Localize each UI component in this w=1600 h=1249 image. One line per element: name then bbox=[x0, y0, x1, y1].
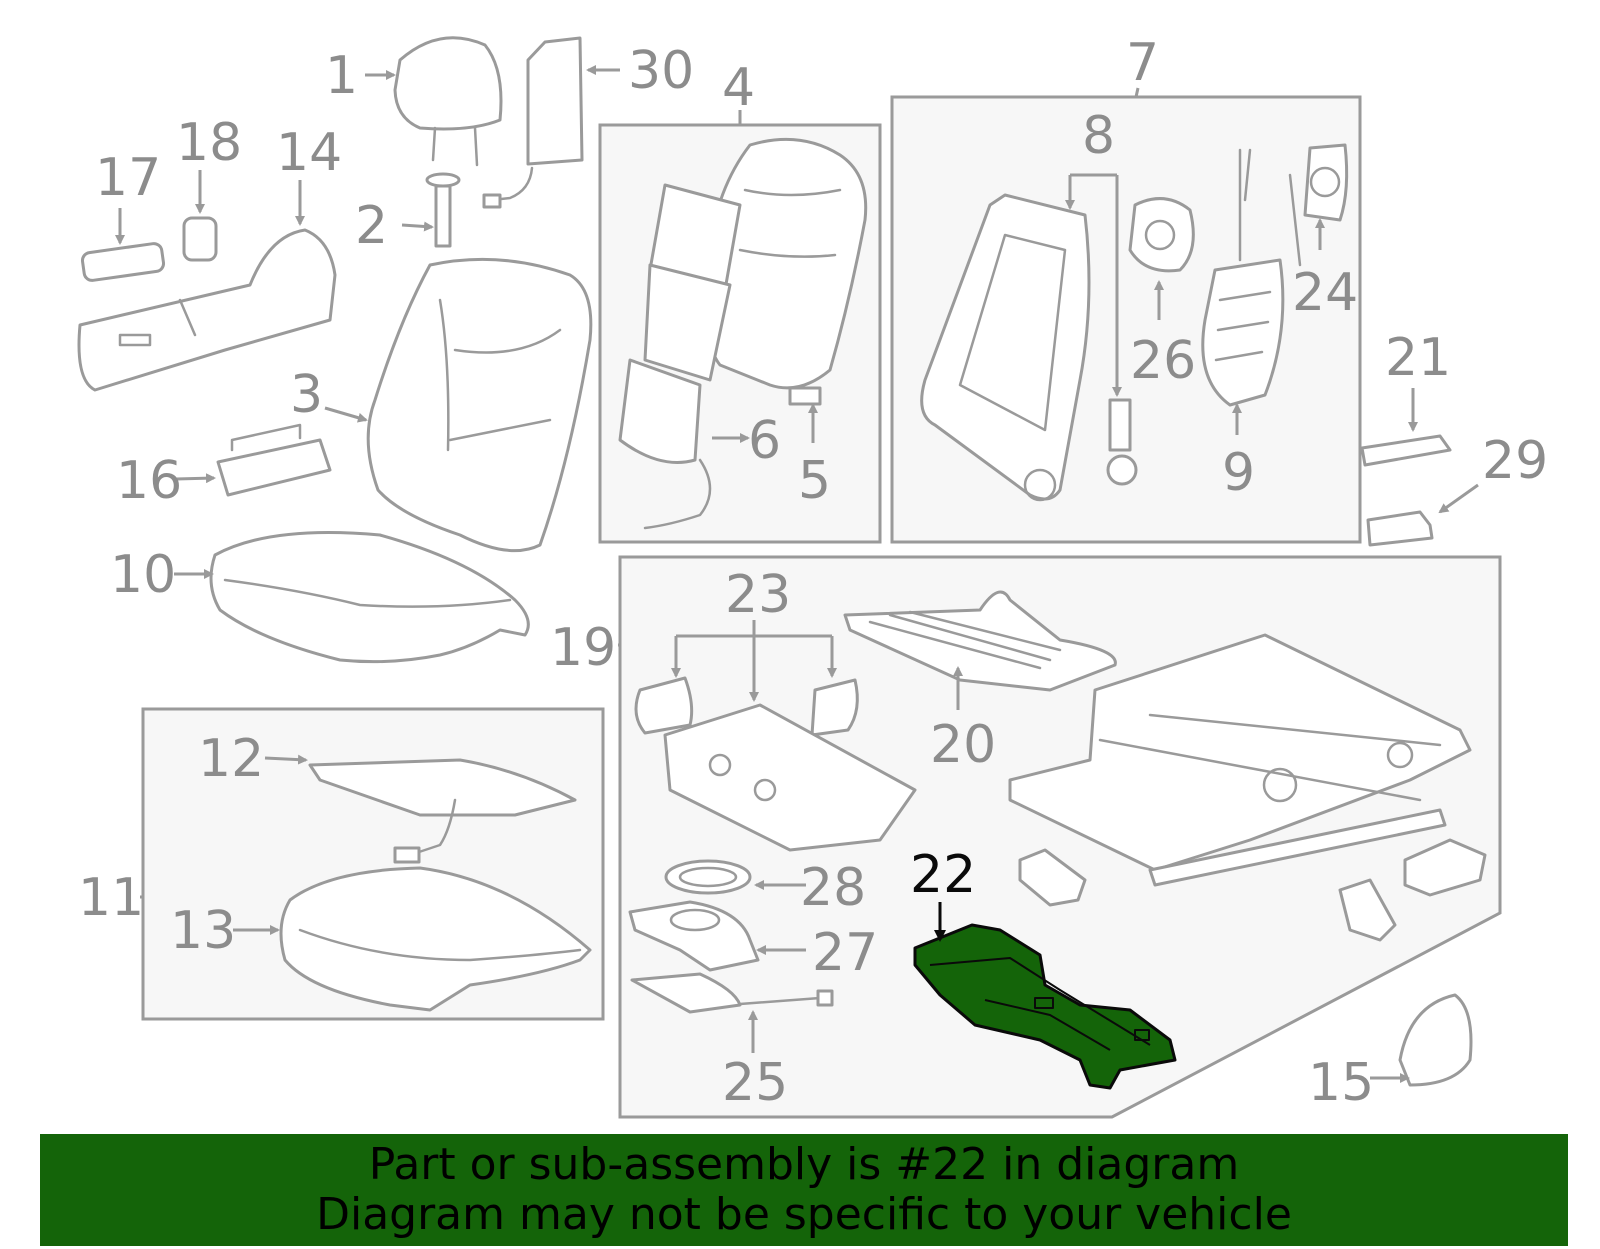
seat-track-assembly bbox=[1008, 633, 1472, 887]
seatback-cover-part-3 bbox=[366, 257, 593, 553]
callout-22[interactable]: 22 bbox=[910, 845, 976, 905]
callout-11: 11 bbox=[78, 868, 144, 928]
callout-10: 10 bbox=[110, 545, 176, 605]
callout-29: 29 bbox=[1482, 431, 1548, 491]
back-frame-part-8 bbox=[920, 193, 1138, 502]
highlighted-part-22[interactable] bbox=[913, 923, 1177, 1090]
callout-7: 7 bbox=[1126, 33, 1159, 93]
callout-16: 16 bbox=[116, 451, 182, 511]
heater-part-12 bbox=[308, 758, 577, 864]
airbag-part-30 bbox=[482, 36, 584, 209]
callout-15: 15 bbox=[1308, 1053, 1374, 1113]
motor-parts bbox=[1018, 838, 1487, 942]
callout-26: 26 bbox=[1130, 331, 1196, 391]
sensor-part-25 bbox=[630, 972, 834, 1014]
leader-lines bbox=[115, 65, 1479, 1083]
callout-17: 17 bbox=[95, 148, 161, 208]
cover-part-29 bbox=[1366, 510, 1434, 547]
caption-banner: Part or sub-assembly is #22 in diagram D… bbox=[40, 1134, 1568, 1246]
back-panel-part-6 bbox=[618, 183, 742, 530]
callout-5: 5 bbox=[798, 451, 831, 511]
callout-27: 27 bbox=[812, 923, 878, 983]
side-shield-part-14 bbox=[77, 228, 337, 392]
callout-24: 24 bbox=[1292, 263, 1358, 323]
callout-20: 20 bbox=[930, 715, 996, 775]
callout-2: 2 bbox=[355, 196, 388, 256]
callout-9: 9 bbox=[1222, 443, 1255, 503]
clip-part-5 bbox=[788, 386, 822, 406]
handle-part-21 bbox=[1360, 434, 1452, 467]
switch-part-18 bbox=[182, 216, 218, 262]
lumbar-support-part-9 bbox=[1201, 148, 1302, 407]
callout-14: 14 bbox=[276, 123, 342, 183]
housing-part-27 bbox=[628, 900, 760, 972]
callout-8: 8 bbox=[1082, 106, 1115, 166]
bracket-part-23 bbox=[634, 676, 917, 852]
knob-part-17 bbox=[80, 242, 166, 282]
cover-part-15 bbox=[1398, 993, 1473, 1087]
control-module-part-16 bbox=[216, 423, 332, 497]
callout-23: 23 bbox=[725, 565, 791, 625]
caption-line-2: Diagram may not be specific to your vehi… bbox=[316, 1189, 1292, 1240]
cushion-pad-part-13 bbox=[279, 866, 592, 1012]
seatback-pad-part-4 bbox=[704, 137, 868, 390]
headrest-part-1 bbox=[393, 36, 503, 167]
spring-frame-part-20 bbox=[843, 590, 1117, 692]
callout-30: 30 bbox=[628, 41, 694, 101]
callout-3: 3 bbox=[290, 365, 323, 425]
callout-19: 19 bbox=[550, 618, 616, 678]
recliner-part-26 bbox=[1128, 197, 1195, 273]
callout-28: 28 bbox=[800, 858, 866, 918]
caption-line-1: Part or sub-assembly is #22 in diagram bbox=[368, 1139, 1240, 1190]
cushion-cover-part-10 bbox=[209, 531, 530, 664]
callout-12: 12 bbox=[198, 729, 264, 789]
headrest-guide-part-2 bbox=[425, 172, 461, 248]
callout-1: 1 bbox=[325, 46, 358, 106]
callout-6: 6 bbox=[748, 411, 781, 471]
callout-18: 18 bbox=[176, 113, 242, 173]
cover-part-24 bbox=[1303, 143, 1349, 222]
callout-21: 21 bbox=[1385, 328, 1451, 388]
callout-13: 13 bbox=[170, 901, 236, 961]
callout-25: 25 bbox=[722, 1053, 788, 1113]
callout-4: 4 bbox=[722, 58, 755, 118]
ring-part-28 bbox=[664, 859, 752, 895]
